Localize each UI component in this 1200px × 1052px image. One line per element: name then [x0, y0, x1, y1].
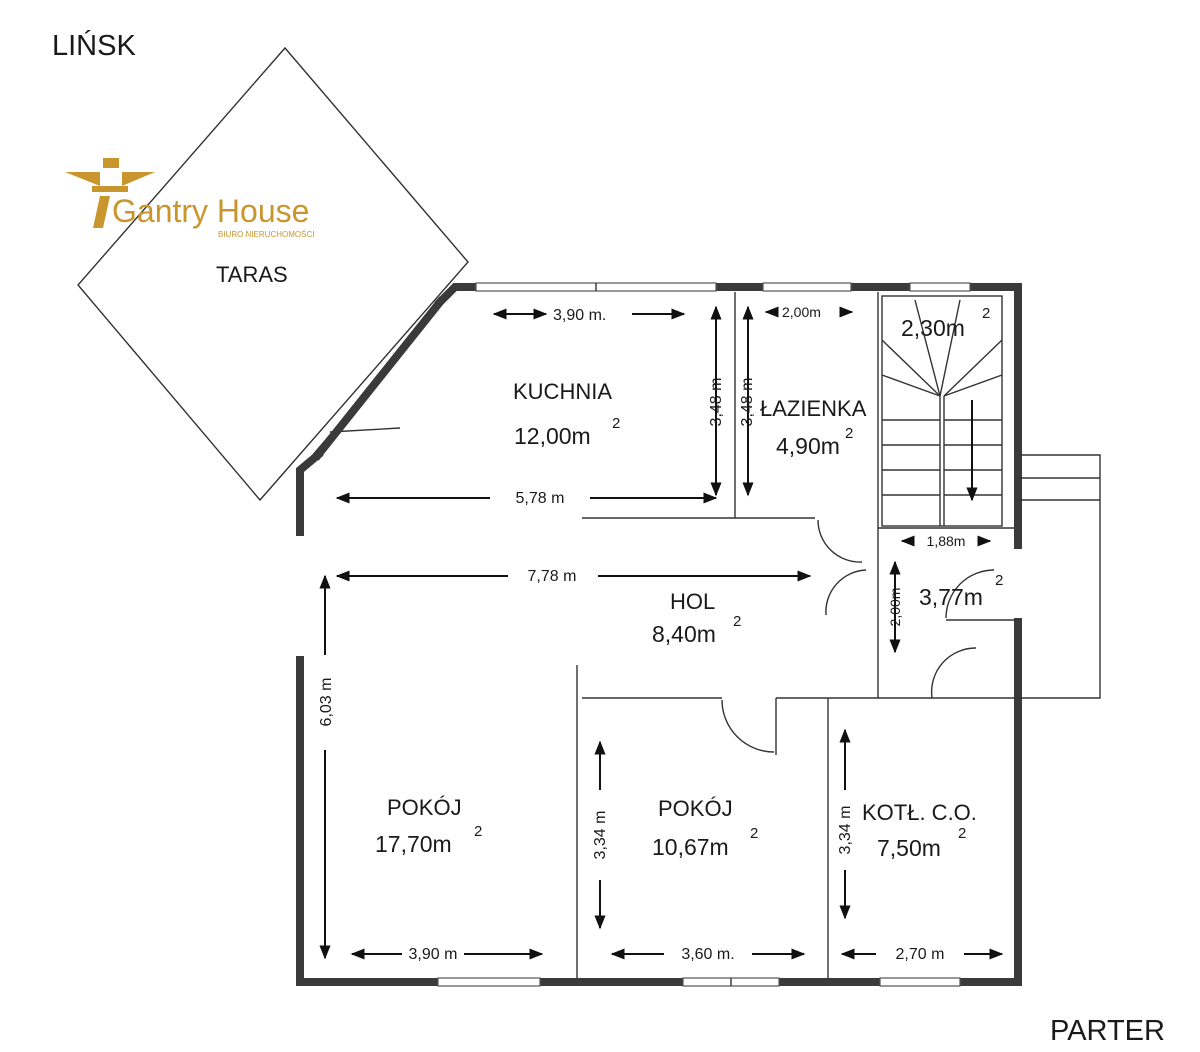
- pokoj-maly-area-sup: 2: [750, 825, 758, 842]
- location-title: LIŃSK: [52, 29, 136, 62]
- hol-name: HOL: [670, 589, 715, 614]
- pokoj-duzy-name: POKÓJ: [387, 795, 462, 820]
- staircase: [881, 295, 1003, 527]
- dim-pokoj-width: 3,90 m: [409, 946, 458, 963]
- kotlownia-area: 7,50m: [877, 835, 941, 861]
- kotlownia-area-sup: 2: [958, 825, 966, 842]
- pokoj-duzy-area-sup: 2: [474, 823, 482, 840]
- windows: [437, 282, 971, 987]
- logo-tagline: BIURO NIERUCHOMOŚCI: [218, 230, 314, 239]
- entrance-porch: [985, 454, 1101, 699]
- dim-kuchnia-height: 3,48 m: [708, 378, 725, 427]
- exterior-walls: [296, 283, 1022, 986]
- dim-kuchnia-inner: 5,78 m: [516, 490, 565, 507]
- kuchnia-area-sup: 2: [612, 415, 620, 432]
- lazienka-area-sup: 2: [845, 425, 853, 442]
- dim-stairs-width: 1,88m: [927, 533, 966, 549]
- dim-hol-width: 7,78 m: [528, 568, 577, 585]
- hol-area: 8,40m: [652, 621, 716, 647]
- dim-pokoj-maly-height: 3,34 m: [592, 811, 609, 860]
- przedsionek-area-sup: 2: [995, 572, 1003, 589]
- kotlownia-name: KOTŁ. C.O.: [862, 800, 977, 825]
- kuchnia-name: KUCHNIA: [513, 379, 612, 404]
- lazienka-area: 4,90m: [776, 433, 840, 459]
- terrace-label: TARAS: [216, 262, 288, 287]
- dim-kotlownia-width: 2,70 m: [896, 946, 945, 963]
- pokoj-duzy-area: 17,70m: [375, 831, 452, 857]
- dim-lazienka-width: 2,00m: [782, 304, 821, 320]
- pokoj-maly-name: POKÓJ: [658, 796, 733, 821]
- dim-kuchnia-width: 3,90 m.: [553, 307, 606, 324]
- lazienka-name: ŁAZIENKA: [760, 396, 867, 421]
- dim-przedsionek-height: 2,00m: [887, 588, 903, 627]
- schody-area: 2,30m: [901, 315, 965, 341]
- dim-kotlownia-height: 3,34 m: [837, 806, 854, 855]
- terrace: TARAS: [77, 46, 469, 502]
- przedsionek-area: 3,77m: [919, 584, 983, 610]
- logo-name: Gantry House: [112, 193, 309, 229]
- dim-pokoj-maly-width: 3,60 m.: [681, 946, 734, 963]
- dim-lazienka-height: 3,48 m: [739, 378, 756, 427]
- room-labels: KUCHNIA 12,00m 2 ŁAZIENKA 4,90m 2 2,30m …: [375, 305, 1003, 861]
- gantry-logo-icon: [65, 158, 155, 228]
- interior-walls: [576, 292, 1014, 978]
- hol-area-sup: 2: [733, 613, 741, 630]
- pokoj-maly-area: 10,67m: [652, 834, 729, 860]
- kuchnia-area: 12,00m: [514, 423, 591, 449]
- schody-area-sup: 2: [982, 305, 990, 322]
- dimension-arrows: [319, 305, 1004, 960]
- floor-label: PARTER: [1050, 1015, 1165, 1047]
- dimension-labels: 3,90 m. 2,00m 3,48 m 3,48 m 5,78 m 7,78 …: [318, 304, 965, 963]
- dim-pokoj-height: 6,03 m: [318, 678, 335, 727]
- gantry-house-logo: Gantry House BIURO NIERUCHOMOŚCI: [65, 158, 314, 239]
